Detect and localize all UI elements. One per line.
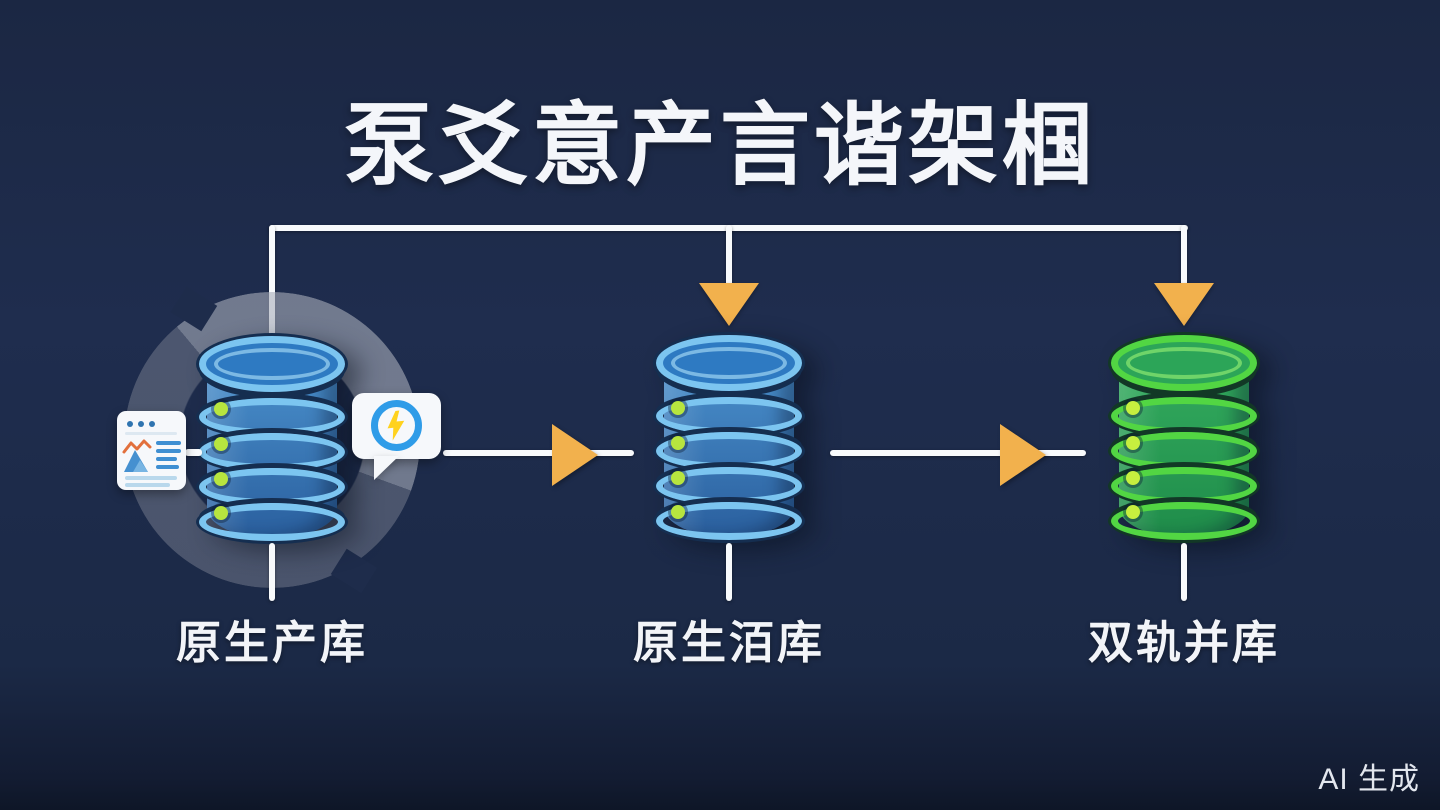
down-arrowhead-icon bbox=[1154, 283, 1214, 326]
branch-line-middle bbox=[726, 225, 732, 287]
text-line-bar bbox=[156, 457, 177, 461]
status-dot bbox=[214, 402, 228, 416]
bolt-circle bbox=[371, 400, 422, 451]
text-line-bar bbox=[156, 465, 179, 469]
status-dot bbox=[1126, 471, 1140, 485]
status-dot bbox=[214, 437, 228, 451]
status-dot bbox=[671, 505, 685, 519]
db-cap bbox=[1111, 335, 1257, 391]
label-stub-line bbox=[1181, 543, 1187, 601]
database-cylinder-target bbox=[1111, 335, 1257, 541]
text-line-bar bbox=[125, 483, 170, 487]
database-cylinder-source bbox=[199, 336, 345, 542]
speech-bubble-tail bbox=[374, 456, 399, 480]
diagram-title: 泵爻意产言谐架椢 bbox=[344, 96, 1096, 196]
db-rim bbox=[1111, 502, 1257, 540]
branch-line-right bbox=[1181, 225, 1187, 287]
database-cylinder-middle bbox=[656, 335, 802, 541]
text-line-bar bbox=[125, 476, 177, 480]
status-dot bbox=[671, 471, 685, 485]
card-divider bbox=[125, 432, 177, 435]
label-stub-line bbox=[726, 543, 732, 601]
node-label-source: 原生产库 bbox=[175, 617, 368, 668]
window-dot bbox=[149, 421, 155, 427]
db-rim bbox=[656, 502, 802, 540]
lightning-bolt-icon bbox=[387, 410, 405, 441]
status-dot bbox=[671, 401, 685, 415]
status-dot bbox=[1126, 436, 1140, 450]
ai-generated-watermark: AI 生成 bbox=[1318, 763, 1420, 796]
flow-line-source-middle bbox=[443, 450, 634, 456]
label-stub-line bbox=[269, 543, 275, 601]
text-line-bar bbox=[156, 449, 181, 453]
right-arrowhead-icon bbox=[552, 424, 598, 486]
flow-line-middle-target bbox=[830, 450, 1086, 456]
down-arrowhead-icon bbox=[699, 283, 759, 326]
status-dot bbox=[1126, 401, 1140, 415]
card-connector-stub bbox=[185, 449, 202, 456]
status-dot bbox=[671, 436, 685, 450]
db-cap bbox=[199, 336, 345, 392]
lightning-speech-bubble-icon bbox=[352, 393, 441, 459]
window-dot bbox=[138, 421, 144, 427]
node-label-middle: 原生洦库 bbox=[632, 617, 825, 668]
document-chart-card-icon bbox=[117, 411, 186, 490]
branch-line-left bbox=[269, 225, 275, 338]
status-dot bbox=[214, 472, 228, 486]
status-dot bbox=[1126, 505, 1140, 519]
status-dot bbox=[214, 506, 228, 520]
right-arrowhead-icon bbox=[1000, 424, 1046, 486]
text-line-bar bbox=[156, 441, 181, 445]
node-label-target: 双轨并库 bbox=[1087, 617, 1280, 668]
db-cap bbox=[656, 335, 802, 391]
db-rim bbox=[199, 503, 345, 541]
mini-area-chart-icon bbox=[122, 439, 152, 472]
window-dot bbox=[127, 421, 133, 427]
